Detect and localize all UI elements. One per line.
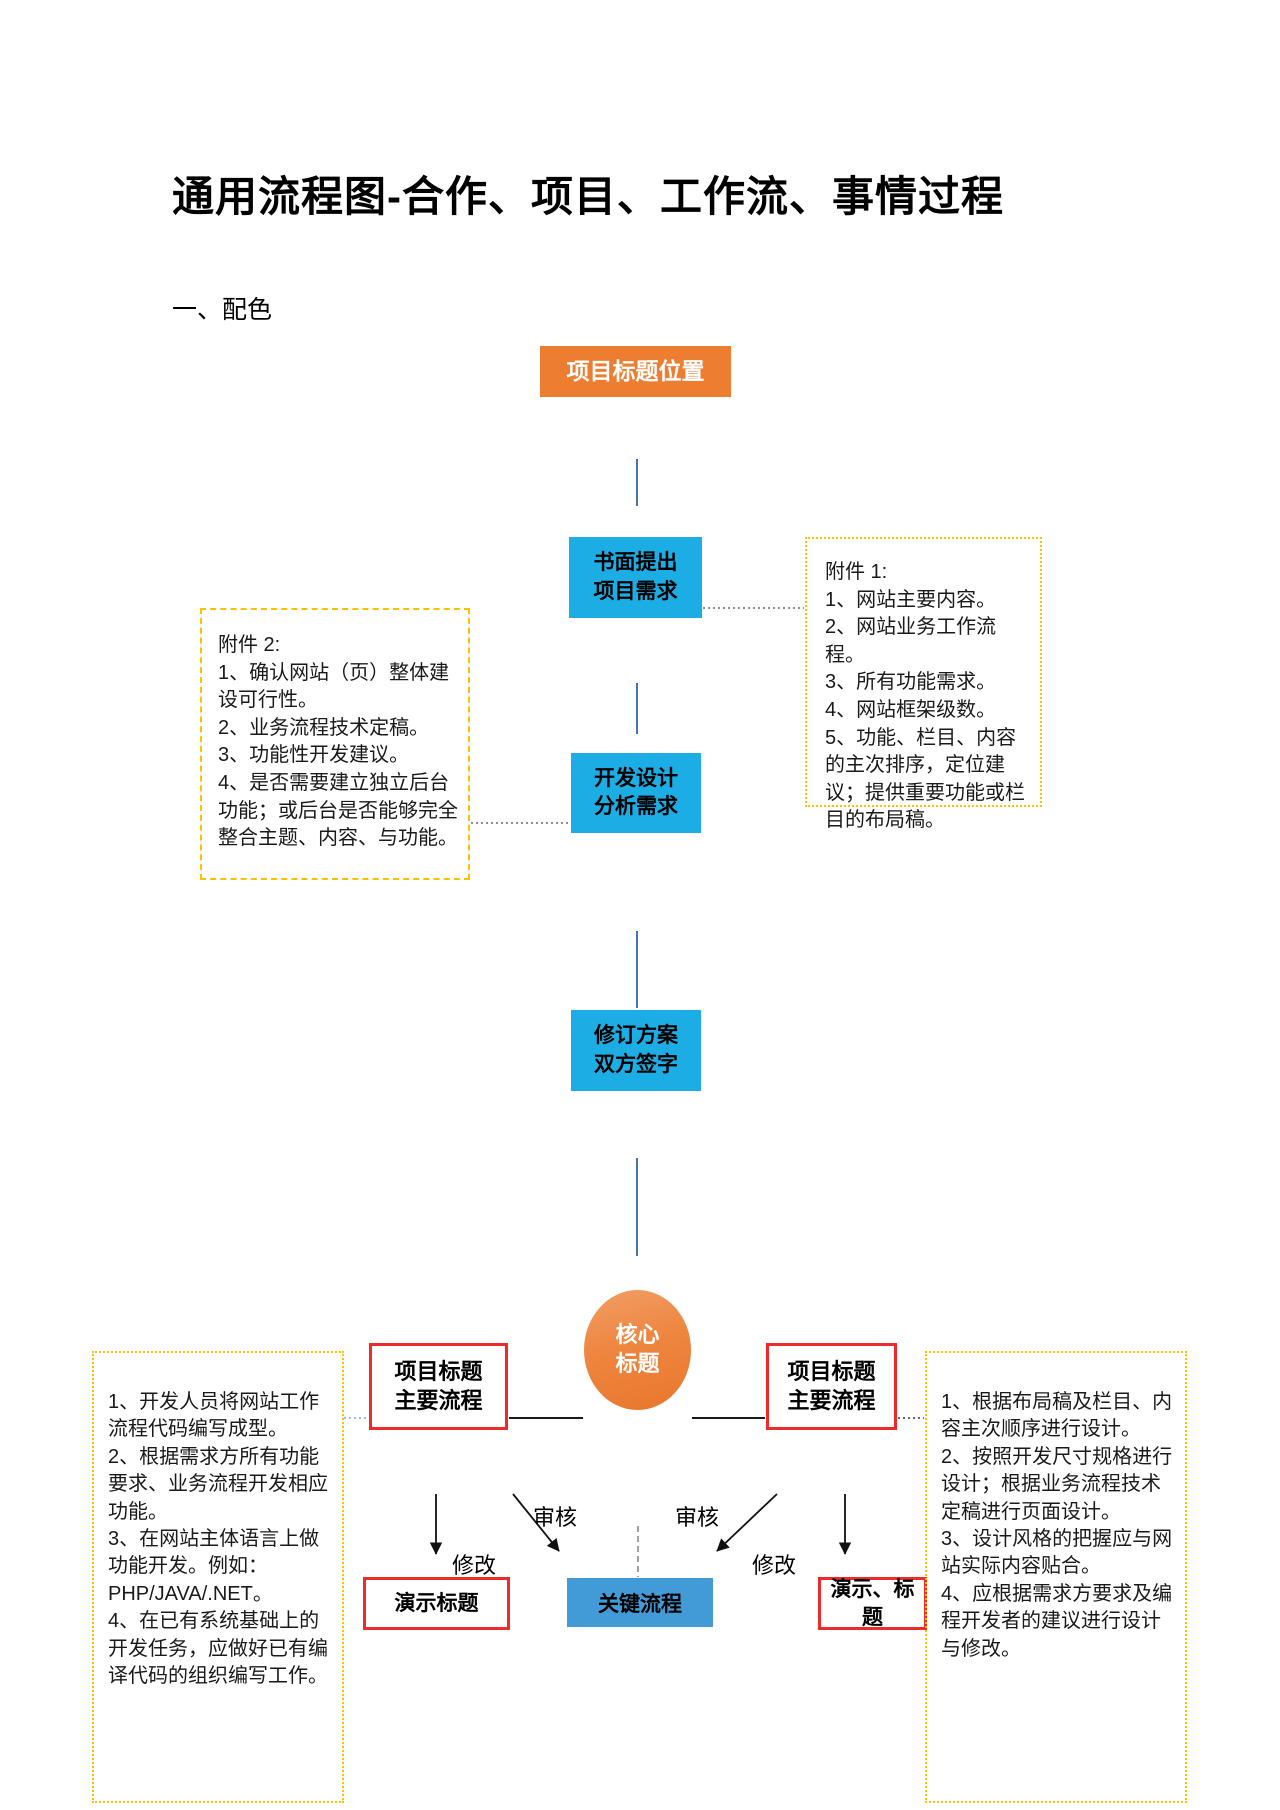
attachment-1-item: 4、网站框架级数。: [825, 698, 997, 721]
attachment-1-item: 2、网站业务工作流程。: [825, 616, 997, 666]
label-review-right: 审核: [675, 1505, 720, 1530]
node-key-flow: 关键流程: [567, 1578, 713, 1627]
node-demo-title-right: 演示、标题: [818, 1577, 927, 1630]
attachment-2-item: 2、业务流程技术定稿。: [218, 716, 430, 739]
flow-arrows: [429, 1493, 852, 1555]
attachment-1-item: 5、功能、栏目、内容的主次排序，定位建议；提供重要功能或栏目的布局稿。: [825, 726, 1025, 832]
node-demo-title-left: 演示标题: [363, 1577, 510, 1630]
notes-left-item: 2、根据需求方所有功能要求、业务流程开发相应功能。: [108, 1445, 328, 1523]
notes-right-item: 2、按照开发尺寸规格进行设计；根据业务流程技术定稿进行页面设计。: [941, 1445, 1173, 1523]
node-design-analysis: 开发设计 分析需求: [571, 753, 701, 833]
attachment-2-item: 3、功能性开发建议。: [218, 744, 410, 767]
notes-right-box: 1、根据布局稿及栏目、内容主次顺序进行设计。 2、按照开发尺寸规格进行设计；根据…: [925, 1351, 1187, 1803]
notes-right-item: 3、设计风格的把握应与网站实际内容贴合。: [941, 1527, 1173, 1578]
section-label: 一、配色: [172, 296, 273, 324]
notes-left-item: 3、在网站主体语言上做功能开发。例如：PHP/JAVA/.NET。: [108, 1527, 320, 1605]
label-modify-left: 修改: [452, 1553, 497, 1578]
attachment-1-item: 1、网站主要内容。: [825, 588, 997, 611]
attachment-2-item: 1、确认网站（页）整体建设可行性。: [218, 661, 450, 712]
core-title-circle: 核心 标题: [584, 1290, 691, 1410]
node-project-title: 项目标题位置: [540, 346, 731, 397]
notes-left-box: 1、开发人员将网站工作流程代码编写成型。 2、根据需求方所有功能要求、业务流程开…: [92, 1351, 344, 1803]
attachment-1-item: 3、所有功能需求。: [825, 671, 997, 694]
attachment-2-box: 附件 2: 1、确认网站（页）整体建设可行性。 2、业务流程技术定稿。 3、功能…: [200, 608, 470, 880]
attachment-1-heading: 附件 1:: [825, 561, 888, 583]
notes-left-item: 1、开发人员将网站工作流程代码编写成型。: [108, 1391, 320, 1441]
label-modify-right: 修改: [752, 1553, 797, 1578]
branch-title-left: 项目标题 主要流程: [369, 1343, 508, 1430]
notes-right-item: 4、应根据需求方要求及编程开发者的建议进行设计与修改。: [941, 1582, 1173, 1660]
attachment-2-heading: 附件 2:: [218, 634, 281, 656]
notes-left-item: 4、在已有系统基础上的开发任务，应做好已有编译代码的组织编写工作。: [108, 1610, 328, 1687]
attachment-1-box: 附件 1: 1、网站主要内容。 2、网站业务工作流程。 3、所有功能需求。 4、…: [805, 537, 1042, 831]
page-title: 通用流程图-合作、项目、工作流、事情过程: [172, 173, 1004, 220]
attachment-2-item: 4、是否需要建立独立后台功能；或后台是否能够完全整合主题、内容、与功能。: [218, 771, 458, 850]
label-review-left: 审核: [533, 1505, 578, 1530]
branch-title-right: 项目标题 主要流程: [766, 1343, 897, 1430]
notes-right-item: 1、根据布局稿及栏目、内容主次顺序进行设计。: [941, 1391, 1173, 1441]
node-written-request: 书面提出 项目需求: [569, 537, 702, 618]
node-revise-sign: 修订方案 双方签字: [571, 1010, 701, 1091]
